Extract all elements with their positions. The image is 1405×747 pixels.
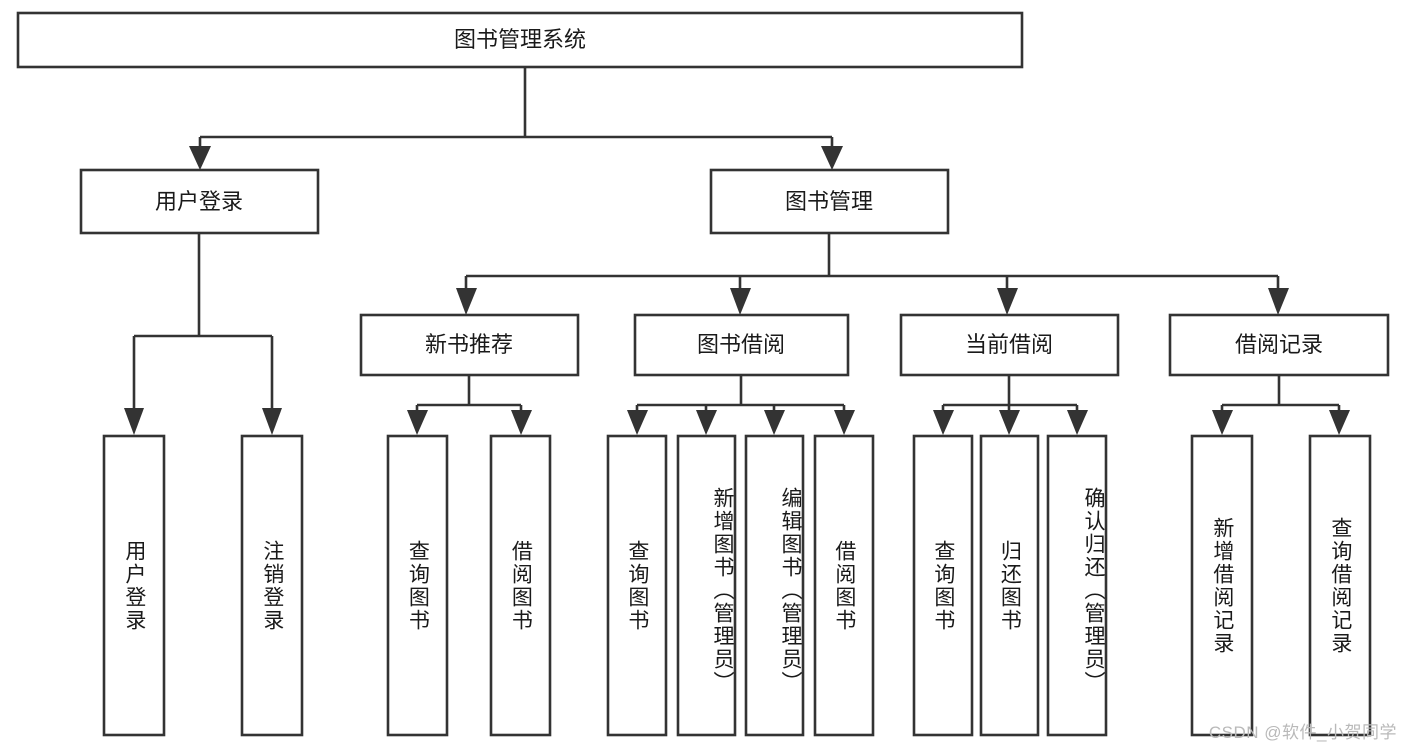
arrow-head-to-book-borrow [730, 288, 751, 315]
leaf-box-book-borrow-3[interactable] [744, 434, 805, 737]
connector-user-login-to-leaves [124, 233, 282, 435]
arrow-head-leaf-borrow-record-1 [1212, 410, 1233, 435]
connector-borrow-record-to-leaves [1212, 375, 1350, 435]
node-book-manage[interactable]: 图书管理 [709, 168, 950, 235]
leaf-box-user-login-1[interactable] [102, 434, 166, 737]
node-borrow-record[interactable]: 借阅记录 [1168, 313, 1390, 377]
connector-book-manage-to-level3 [456, 233, 1289, 315]
arrow-head-to-current-borrow [997, 288, 1018, 315]
connector-root-to-level2 [189, 67, 843, 170]
node-book-manage-label: 图书管理 [785, 189, 873, 214]
leaf-box-borrow-record-2[interactable] [1308, 434, 1372, 737]
arrow-head-leaf-book-borrow-2 [696, 410, 717, 435]
leaf-boxes-new-book-recommend [386, 434, 552, 737]
node-new-book-recommend[interactable]: 新书推荐 [359, 313, 580, 377]
node-book-borrow[interactable]: 图书借阅 [633, 313, 850, 377]
leaf-box-borrow-record-1[interactable] [1190, 434, 1254, 737]
leaf-boxes-current-borrow [912, 434, 1108, 737]
arrow-head-leaf-book-borrow-4 [834, 410, 855, 435]
leaf-box-book-borrow-1[interactable] [606, 434, 668, 737]
node-book-borrow-label: 图书借阅 [697, 332, 785, 357]
leaf-box-current-borrow-2[interactable] [979, 434, 1040, 737]
arrow-head-to-user-login [189, 146, 211, 170]
leaf-box-user-login-2[interactable] [240, 434, 304, 737]
node-user-login[interactable]: 用户登录 [79, 168, 320, 235]
arrow-head-leaf-book-borrow-3 [764, 410, 785, 435]
leaf-box-new-book-2[interactable] [489, 434, 552, 737]
node-user-login-label: 用户登录 [155, 189, 243, 214]
leaf-boxes-book-borrow [606, 434, 875, 737]
leaf-box-book-borrow-4[interactable] [813, 434, 875, 737]
arrow-head-to-new-book [456, 288, 477, 315]
leaf-box-current-borrow-3[interactable] [1046, 434, 1108, 737]
node-book-borrow-box[interactable] [633, 313, 850, 377]
leaf-boxes-borrow-record [1190, 434, 1372, 737]
node-new-book-recommend-box[interactable] [359, 313, 580, 377]
leaf-boxes-user-login [102, 434, 304, 737]
arrow-head-leaf-current-borrow-1 [933, 410, 954, 435]
node-book-manage-box[interactable] [709, 168, 950, 235]
arrow-head-leaf-user-login-1 [124, 408, 144, 435]
arrow-head-leaf-user-login-2 [262, 408, 282, 435]
node-current-borrow-box[interactable] [899, 313, 1120, 377]
node-new-book-recommend-label: 新书推荐 [425, 332, 513, 357]
arrow-head-to-book-manage [821, 146, 843, 170]
leaf-box-new-book-1[interactable] [386, 434, 449, 737]
leaf-box-book-borrow-2[interactable] [676, 434, 737, 737]
node-root-box[interactable] [16, 11, 1024, 69]
connector-book-borrow-to-leaves [627, 375, 855, 435]
node-borrow-record-label: 借阅记录 [1235, 332, 1323, 357]
arrow-head-leaf-new-book-1 [407, 410, 428, 435]
arrow-head-leaf-book-borrow-1 [627, 410, 648, 435]
arrow-head-leaf-borrow-record-2 [1329, 410, 1350, 435]
csdn-watermark: CSDN @软件_小贺同学 [1208, 723, 1397, 742]
node-borrow-record-box[interactable] [1168, 313, 1390, 377]
node-root[interactable]: 图书管理系统 [16, 11, 1024, 69]
node-root-label: 图书管理系统 [454, 27, 586, 52]
node-current-borrow-label: 当前借阅 [965, 332, 1053, 357]
arrow-head-leaf-new-book-2 [511, 410, 532, 435]
arrow-head-leaf-current-borrow-2 [999, 410, 1020, 435]
connector-current-borrow-to-leaves [933, 375, 1088, 435]
arrow-head-to-borrow-record [1268, 288, 1289, 315]
node-current-borrow[interactable]: 当前借阅 [899, 313, 1120, 377]
arrow-head-leaf-current-borrow-3 [1067, 410, 1088, 435]
connector-new-book-to-leaves [407, 375, 532, 435]
leaf-box-current-borrow-1[interactable] [912, 434, 974, 737]
